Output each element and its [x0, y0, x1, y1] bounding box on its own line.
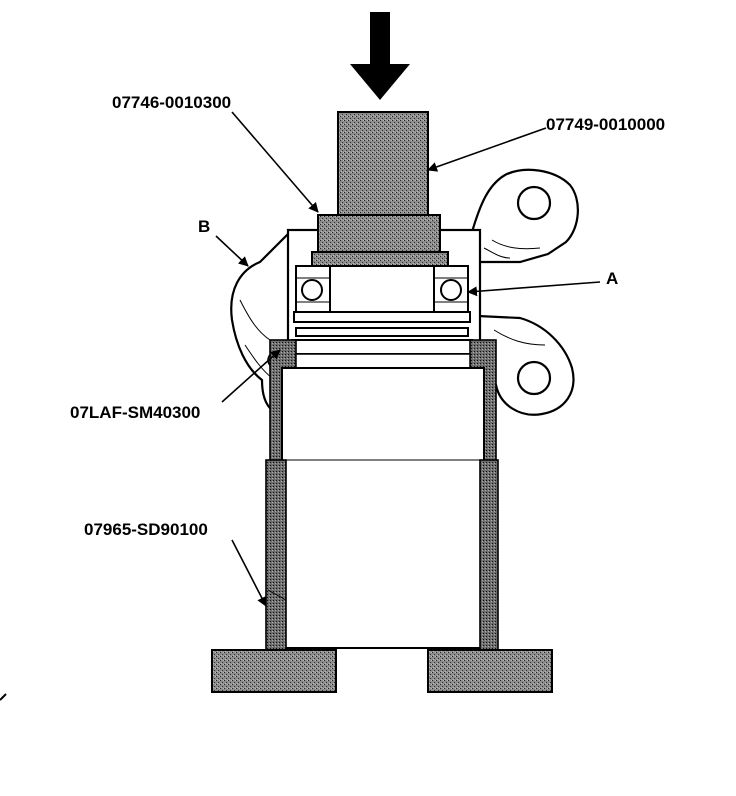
label-support-tube: 07965-SD90100: [84, 520, 208, 539]
corner-mark: [0, 693, 7, 701]
leader-point-b: [215, 235, 249, 267]
label-point-a: A: [606, 269, 619, 288]
leader-support-ring: [221, 349, 281, 403]
press-base-blocks: [211, 649, 553, 693]
leader-support-tube: [231, 539, 267, 607]
leader-point-a: [467, 281, 601, 297]
label-driver-top: 07746-0010300: [112, 93, 232, 112]
leader-driver-top: [231, 111, 319, 213]
wheel-bearing: [295, 265, 469, 313]
label-point-b: B: [198, 217, 211, 236]
driver-head: [311, 214, 449, 267]
leader-lines: [215, 111, 601, 607]
label-support-ring: 07LAF-SM40300: [70, 403, 201, 422]
press-direction-arrow: [350, 12, 410, 100]
support-tube: [265, 367, 499, 651]
label-attachment: 07749-0010000: [546, 115, 666, 134]
hub-flange-lines: [291, 311, 473, 355]
leader-attachment: [427, 127, 547, 172]
attachment-shaft: [337, 111, 429, 217]
